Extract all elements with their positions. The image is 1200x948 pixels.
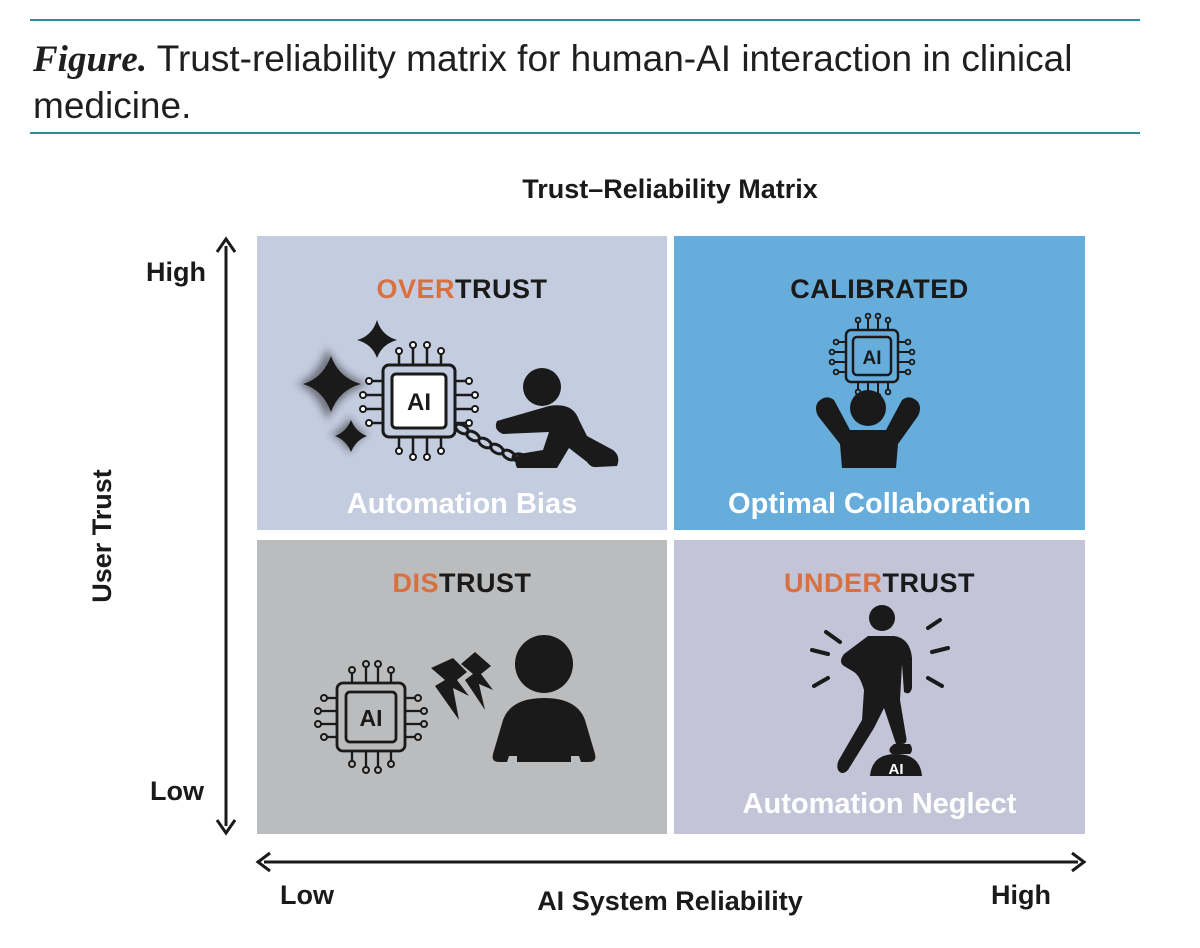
figure-caption: Figure. Trust-reliability matrix for hum… — [33, 36, 1143, 129]
person-icon — [816, 390, 920, 468]
quadrant-title: CALIBRATED — [790, 274, 969, 304]
person-icon — [495, 368, 619, 468]
quadrant-undertrust: UNDERTRUST AI Automation Neglect — [674, 540, 1085, 834]
quadrant-overtrust: OVERTRUST — [257, 236, 667, 530]
quadrant-subtitle: Optimal Collaboration — [728, 488, 1031, 520]
top-rule — [30, 19, 1140, 21]
ai-chip-label: AI — [863, 348, 882, 369]
chain-icon — [454, 422, 529, 464]
quadrant-subtitle: Automation Neglect — [742, 788, 1017, 820]
person-icon — [492, 635, 596, 762]
ai-chip-icon — [314, 660, 428, 774]
alert-lines-icon — [810, 618, 950, 688]
overtrust-illustration: AI — [297, 320, 619, 468]
matrix-title: Trust–Reliability Matrix — [522, 174, 818, 204]
x-axis-label: AI System Reliability — [537, 886, 803, 916]
lightning-icon — [431, 652, 493, 720]
y-axis-label: User Trust — [87, 469, 117, 603]
y-axis-low: Low — [150, 776, 204, 806]
distrust-illustration: AI — [314, 635, 596, 774]
person-icon — [837, 605, 912, 773]
ai-chip-icon — [359, 341, 479, 461]
quadrant-title: UNDERTRUST — [783, 568, 975, 598]
ai-chip-label: AI — [889, 761, 904, 778]
quadrant-distrust: DISTRUST AI — [257, 540, 667, 834]
quadrant-subtitle: Automation Bias — [346, 488, 578, 520]
undertrust-illustration: AI — [810, 605, 950, 778]
y-axis-high: High — [146, 257, 206, 287]
quadrant-title: DISTRUST — [392, 568, 532, 598]
x-axis-high: High — [991, 880, 1051, 910]
ai-chip-icon — [828, 312, 916, 400]
ai-chip-label: AI — [407, 389, 431, 416]
sparkle-icon — [297, 320, 397, 454]
x-axis-arrow-icon — [255, 851, 1087, 873]
y-axis-arrow-icon — [215, 236, 237, 836]
ai-chip-label: AI — [360, 705, 383, 731]
caption-text: Trust-reliability matrix for human-AI in… — [33, 38, 1073, 126]
caption-lead: Figure. — [33, 39, 148, 80]
x-axis-low: Low — [280, 880, 334, 910]
quadrant-title: OVERTRUST — [376, 274, 548, 304]
ai-dome-icon: AI — [870, 754, 922, 778]
calibrated-illustration: AI — [816, 312, 920, 468]
quadrant-calibrated: CALIBRATED AI Optimal Collaboration — [674, 236, 1085, 530]
bottom-rule — [30, 132, 1140, 134]
